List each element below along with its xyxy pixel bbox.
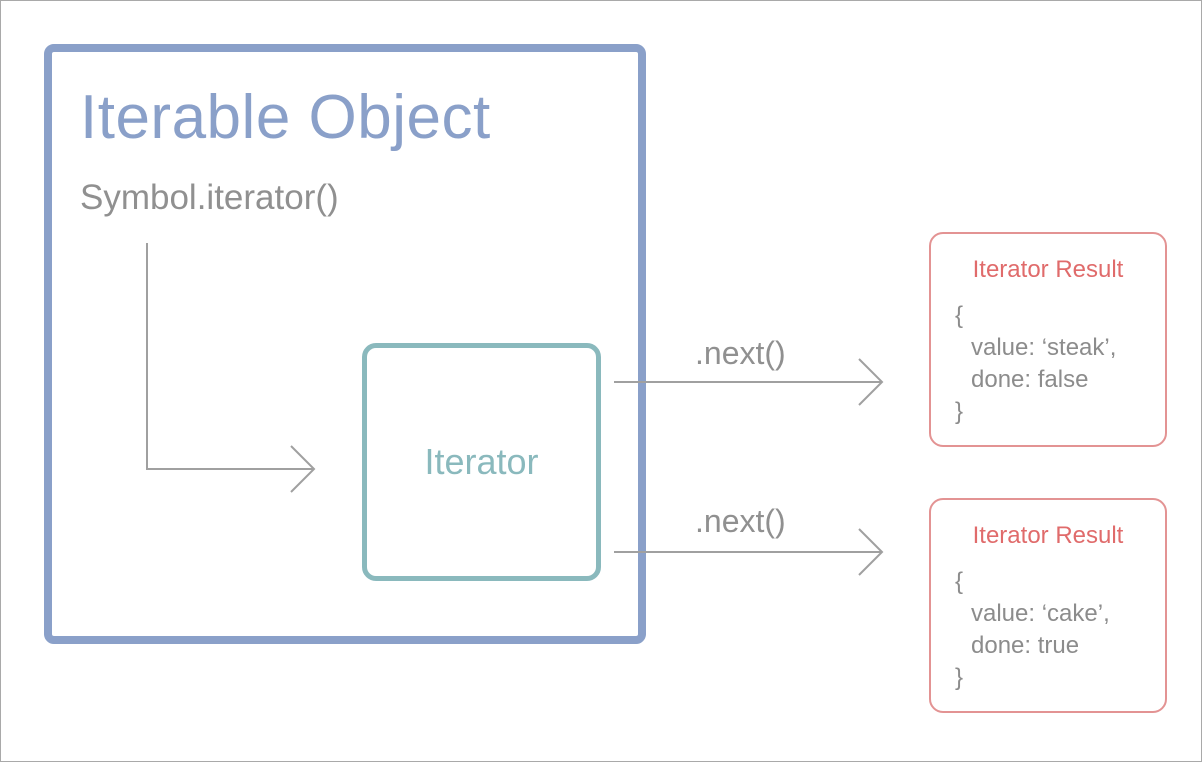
result-open-brace: { [955, 568, 964, 595]
symbol-iterator-label: Symbol.iterator() [80, 178, 339, 217]
result-open-brace: { [955, 302, 964, 329]
iterator-label: Iterator [424, 441, 539, 482]
result-close-brace: } [955, 398, 964, 425]
result-done-line: done: false [971, 366, 1089, 393]
result-value-line: value: ‘cake’, [971, 600, 1110, 627]
iterator-result-box-2: Iterator Result { value: ‘cake’, done: t… [929, 498, 1167, 713]
result-value-line: value: ‘steak’, [971, 334, 1117, 361]
iterator-result-title: Iterator Result [972, 256, 1124, 283]
next-call-label-1: .next() [695, 335, 786, 371]
result-done-line: done: true [971, 632, 1080, 659]
iterable-object-box [44, 44, 646, 644]
iterator-box [362, 343, 601, 581]
iterator-result-title: Iterator Result [972, 522, 1124, 549]
iterable-object-title: Iterable Object [80, 83, 491, 152]
result-close-brace: } [955, 664, 964, 691]
iterator-result-box-1: Iterator Result { value: ‘steak’, done: … [929, 232, 1167, 447]
next-call-label-2: .next() [695, 503, 786, 539]
